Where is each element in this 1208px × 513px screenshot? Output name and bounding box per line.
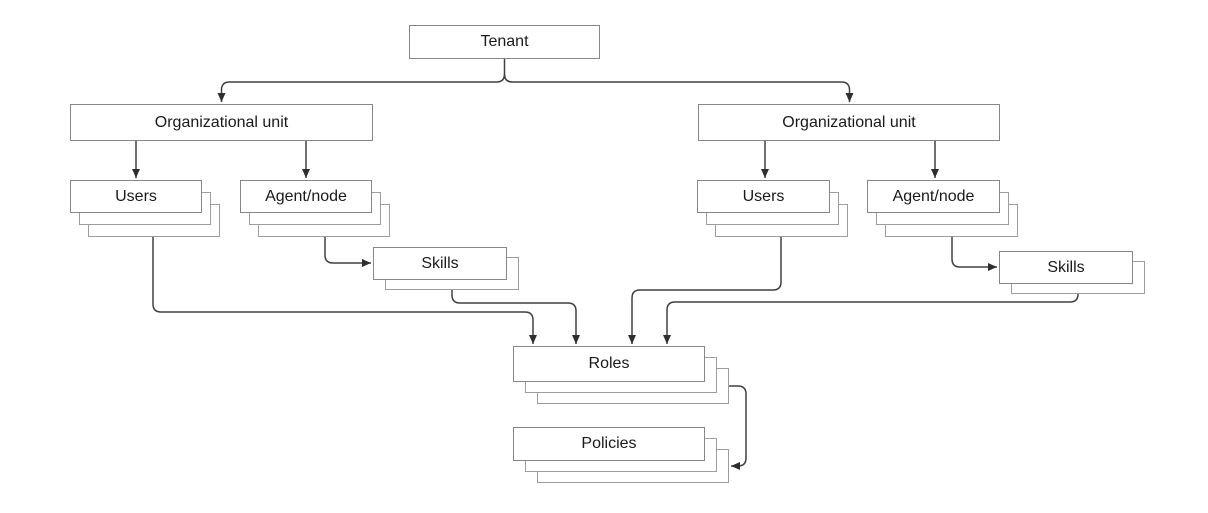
node-policies: Policies xyxy=(513,427,729,483)
node-roles-label: Roles xyxy=(588,355,630,372)
node-users-right-box: Users xyxy=(697,180,830,213)
node-organizational-unit-left: Organizational unit xyxy=(70,104,373,141)
edge-skills-right-to-roles xyxy=(663,293,1079,344)
node-users-right: Users xyxy=(697,180,848,237)
node-skills-left-label: Skills xyxy=(421,254,459,272)
node-organizational-unit-left-label: Organizational unit xyxy=(154,113,289,131)
edge-tenant-to-ou-right xyxy=(503,73,854,102)
node-agent-node-right: Agent/node xyxy=(867,180,1018,237)
node-skills-left-box: Skills xyxy=(373,247,507,280)
node-tenant-label: Tenant xyxy=(480,33,529,50)
node-tenant: Tenant xyxy=(409,25,600,59)
edge-users-right-to-roles xyxy=(628,237,782,344)
node-users-left: Users xyxy=(70,180,220,237)
node-agent-node-left-box: Agent/node xyxy=(240,180,372,213)
edge-agent-left-to-skills-left xyxy=(324,237,371,267)
node-organizational-unit-right-box: Organizational unit xyxy=(698,104,1000,141)
node-agent-node-right-box: Agent/node xyxy=(867,180,1000,213)
node-users-left-box: Users xyxy=(70,180,202,213)
node-organizational-unit-right-label: Organizational unit xyxy=(782,113,916,131)
edge-roles-to-policies xyxy=(729,385,747,470)
node-roles-box: Roles xyxy=(513,346,705,382)
node-users-right-label: Users xyxy=(742,187,785,205)
node-roles: Roles xyxy=(513,346,729,404)
node-policies-box: Policies xyxy=(513,427,705,461)
edge-tenant-to-ou-left xyxy=(217,59,506,102)
node-skills-right-box: Skills xyxy=(999,251,1133,284)
node-users-left-label: Users xyxy=(115,187,157,205)
node-skills-right-label: Skills xyxy=(1047,258,1085,276)
edge-skills-left-to-roles xyxy=(451,290,580,344)
node-policies-label: Policies xyxy=(581,435,637,452)
node-agent-node-left: Agent/node xyxy=(240,180,390,237)
edge-users-left-to-roles xyxy=(152,237,537,344)
node-agent-node-left-label: Agent/node xyxy=(265,187,347,205)
edge-agent-right-to-skills-right xyxy=(951,237,997,271)
node-skills-left: Skills xyxy=(373,247,519,290)
node-organizational-unit-left-box: Organizational unit xyxy=(70,104,373,141)
node-agent-node-right-label: Agent/node xyxy=(892,187,975,205)
node-skills-right: Skills xyxy=(999,251,1145,294)
node-organizational-unit-right: Organizational unit xyxy=(698,104,1000,141)
node-tenant-box: Tenant xyxy=(409,25,600,59)
